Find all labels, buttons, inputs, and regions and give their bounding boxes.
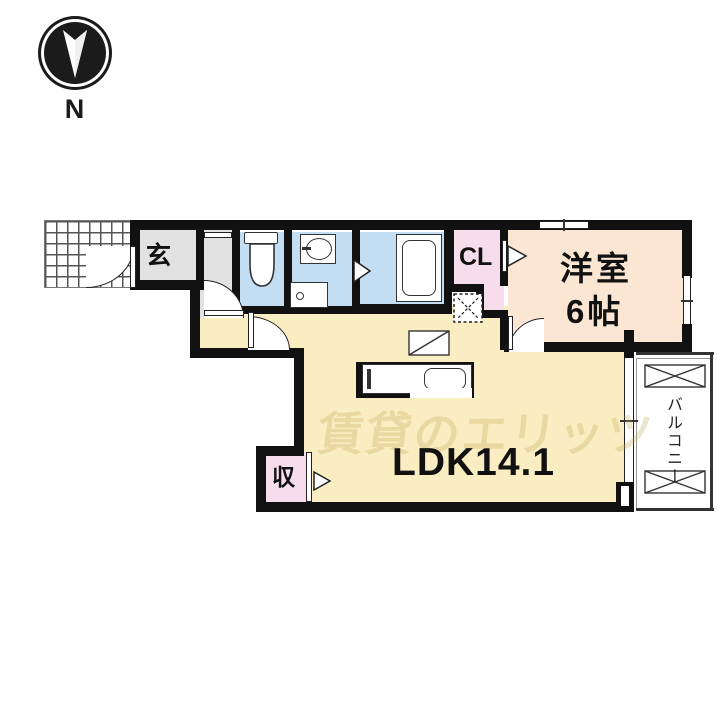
balcony-rail-top-icon <box>644 364 706 388</box>
bath-door-arrow-icon <box>353 258 372 284</box>
wall-storage-left <box>256 446 266 512</box>
balcony-door-mullion <box>620 420 638 422</box>
wall-closet-bottom <box>446 284 482 292</box>
exterior-wall-right-upper <box>682 220 692 278</box>
balcony-right-edge <box>710 352 713 510</box>
compass-north-icon <box>63 30 87 78</box>
exterior-wall-top-left <box>130 220 242 230</box>
wall-corridor-left <box>190 280 200 358</box>
storage-label: 収 <box>272 464 295 490</box>
kitchen-counter-front <box>410 388 472 398</box>
bedroom-top-window-mullion <box>563 219 565 231</box>
exterior-wall-bottom <box>256 502 628 512</box>
exterior-wall-right-lower <box>682 324 692 346</box>
wall-bedroom-bottom <box>504 342 634 352</box>
exterior-wall-top-mid <box>242 220 510 230</box>
wall-bedroom-bottom-right <box>628 342 692 352</box>
balcony-label: バルコニー <box>664 396 681 486</box>
wall-bedroom-left <box>500 310 508 350</box>
wall-toilet-left <box>232 226 240 314</box>
toilet-fixture-icon <box>249 243 275 287</box>
closet-label: CL <box>459 243 493 271</box>
kitchen-sink <box>424 368 466 390</box>
wall-ldk-right-lower-gap <box>621 486 629 506</box>
wall-toilet-bottom <box>232 306 292 314</box>
closet-door-arrow-icon <box>507 244 528 268</box>
storage-floor-fill <box>266 452 310 502</box>
kitchen-faucet <box>367 369 371 389</box>
balcony-rail-bottom-icon <box>644 470 706 494</box>
washbasin-faucet <box>302 247 311 250</box>
bedroom-label-line2: 6帖 <box>566 293 624 330</box>
ldk-floor-fill <box>300 330 624 512</box>
compass-north-indicator: N <box>32 22 118 132</box>
wall-closet-lower <box>476 310 508 318</box>
entrance-door-leaf <box>130 246 136 288</box>
bedroom-right-window-mullion <box>681 300 693 302</box>
wall-ldk-right-upper <box>624 330 634 360</box>
wall-toilet-right <box>284 226 292 314</box>
entrance-floor-fill <box>134 230 198 288</box>
washing-machine-drain <box>296 292 304 300</box>
balcony-top-edge <box>636 352 714 355</box>
closet-door-leaf <box>502 240 507 272</box>
wall-closet-left <box>446 226 454 292</box>
wall-washroom-bottom <box>284 306 360 314</box>
toilet-door-leaf <box>204 310 244 316</box>
storage-door-arrow-icon <box>313 470 332 492</box>
wall-entrance-bottom <box>130 280 200 290</box>
washroom-door-leaf <box>248 312 254 348</box>
exterior-wall-top-right <box>510 220 692 230</box>
closet-floor-fill <box>452 230 504 290</box>
hall-door-header <box>204 232 232 238</box>
ldk-label: LDK14.1 <box>392 441 556 484</box>
bathtub-fixture <box>402 240 436 296</box>
wall-entrance-partition <box>196 226 204 290</box>
wall-storage-top <box>256 446 304 456</box>
entrance-label: 玄 <box>146 242 172 270</box>
storage-door-leaf <box>306 452 312 502</box>
bedroom-label-line1: 洋室 <box>560 250 632 287</box>
compass-label: N <box>64 94 86 124</box>
range-hood-icon <box>408 330 450 356</box>
wall-ldk-upper-left <box>190 348 304 358</box>
wall-bath-bottom <box>352 304 452 314</box>
wall-ldk-left-vertical <box>294 348 304 456</box>
overhead-storage-mark-icon <box>453 293 483 323</box>
balcony-bottom-edge <box>636 508 714 511</box>
bedroom-door-leaf <box>508 316 513 350</box>
